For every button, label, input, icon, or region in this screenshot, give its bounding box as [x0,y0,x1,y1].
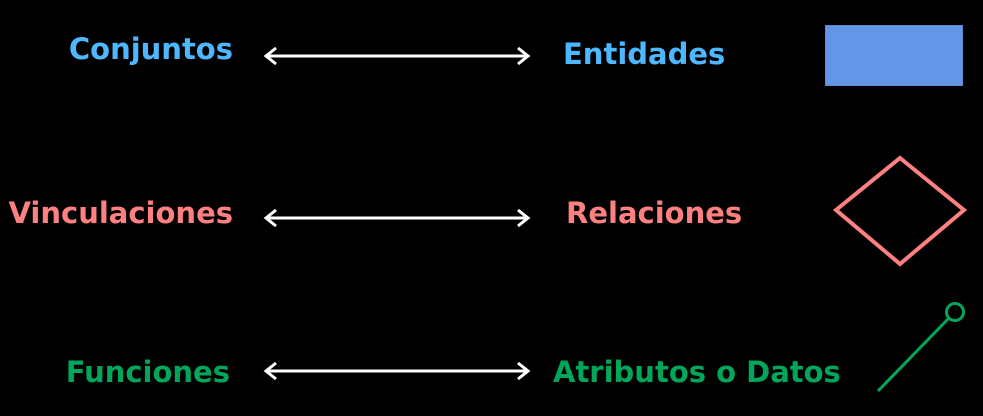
term-relaciones: Relaciones [566,196,743,230]
term-funciones: Funciones [65,355,230,389]
double-arrow-2 [263,208,531,228]
diamond-shape [832,155,968,267]
attribute-lollipop-shape [876,302,965,393]
double-arrow-1 [263,46,531,66]
term-atributos-o-datos: Atributos o Datos [553,355,841,389]
double-arrow-3 [263,361,531,381]
term-conjuntos: Conjuntos [68,32,233,66]
term-vinculaciones: Vinculaciones [8,196,234,230]
term-entidades: Entidades [563,37,726,71]
rectangle-shape [825,25,963,86]
